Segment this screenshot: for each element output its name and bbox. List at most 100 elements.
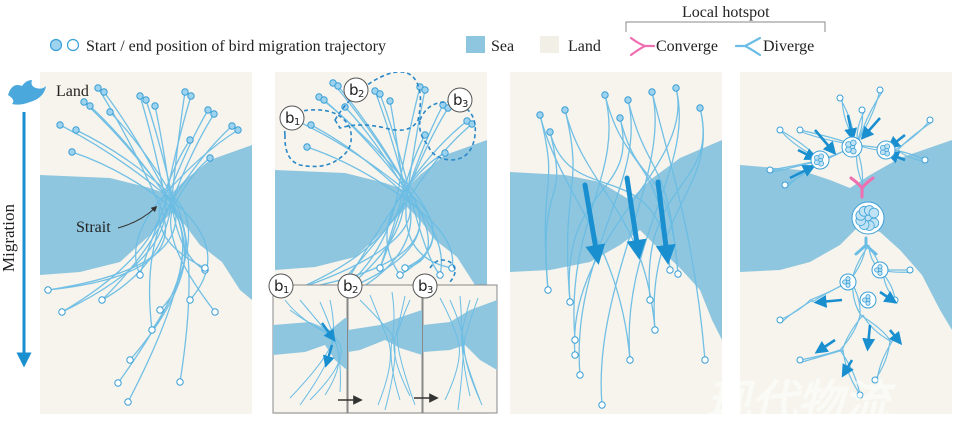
- hotspot-arrow: [814, 338, 836, 354]
- start-point: [206, 154, 214, 162]
- badge-letter: b: [453, 91, 463, 109]
- start-point: [100, 88, 108, 96]
- trajectory-endpoints: [766, 86, 934, 399]
- legend-land-label: Land: [568, 38, 601, 55]
- end-point: [124, 398, 132, 406]
- cluster-dot: [842, 279, 848, 285]
- start-point: [136, 92, 144, 100]
- hotspot-arrow: [860, 117, 881, 140]
- end-point: [906, 266, 914, 274]
- inset-arrow: [322, 344, 335, 368]
- end-point: [836, 94, 844, 102]
- trajectory-line: [339, 86, 421, 293]
- end-point: [921, 156, 929, 164]
- end-point: [858, 106, 866, 114]
- trajectory-line: [89, 105, 184, 331]
- legend: Start / end position of bird migration t…: [49, 4, 826, 57]
- badge-subscript: 2: [352, 285, 358, 296]
- cluster-dot: [877, 264, 883, 270]
- end-point: [646, 296, 654, 304]
- strait-label: Strait: [76, 219, 111, 236]
- end-point: [891, 296, 899, 304]
- start-point: [204, 106, 212, 114]
- end-point: [114, 379, 122, 387]
- trajectory-line: [578, 99, 632, 376]
- sea-region: [275, 140, 487, 295]
- end-point: [871, 376, 879, 384]
- end-point: [856, 391, 864, 399]
- trajectory-endpoints: [44, 84, 242, 406]
- bird-icon: [8, 80, 46, 105]
- end-point: [44, 286, 52, 294]
- trajectory-line: [619, 117, 679, 275]
- badge-circle: [343, 77, 369, 103]
- cluster-dot: [877, 270, 883, 276]
- hotspot-arrow: [844, 114, 858, 142]
- hotspot-clusters: [810, 136, 896, 309]
- land-swatch-icon: [540, 36, 559, 53]
- hotspot-bracket: [625, 21, 826, 32]
- legend-start-end-label: Start / end position of bird migration t…: [86, 38, 386, 55]
- badge-subscript: 2: [358, 89, 364, 100]
- hotspot-arrow: [841, 359, 854, 378]
- inset-b1: [272, 284, 470, 414]
- watermark: 现代物流: [705, 375, 896, 429]
- panel-1: [40, 72, 252, 414]
- converge-hotspot-icon: [849, 176, 875, 199]
- end-point: [211, 308, 219, 316]
- trajectory-line: [564, 109, 574, 303]
- trajectory-line: [545, 131, 558, 291]
- end-point: [201, 264, 209, 272]
- end-point: [796, 126, 804, 134]
- trajectory-line: [405, 89, 453, 269]
- trajectory-line: [651, 91, 706, 361]
- trajectory-line: [61, 95, 192, 313]
- end-point: [58, 308, 66, 316]
- badge-circle: [279, 105, 305, 131]
- end-point: [401, 264, 409, 272]
- trajectory-line: [339, 152, 446, 293]
- hotspot-arrow: [879, 290, 898, 304]
- sea-swatch-icon: [466, 36, 485, 53]
- badge-subscript: 1: [283, 285, 289, 296]
- end-point: [766, 166, 774, 174]
- trajectory-line: [103, 91, 186, 311]
- end-point: [544, 286, 552, 294]
- start-point: [441, 149, 449, 157]
- badge-letter: b: [274, 277, 284, 295]
- trajectory-line: [439, 297, 460, 401]
- badge-circle: [447, 87, 473, 113]
- hotspot-arrow: [888, 329, 903, 346]
- hotspot-arrow: [862, 324, 876, 352]
- cluster-dot: [884, 143, 891, 150]
- trajectory-line: [299, 299, 335, 406]
- diverge-icon: [734, 36, 762, 57]
- trajectory-line: [461, 299, 481, 401]
- inset-arrow: [321, 322, 336, 342]
- start-point: [186, 136, 194, 144]
- start-point: [376, 90, 384, 98]
- trajectory-line: [158, 139, 206, 269]
- start-point: [320, 96, 328, 104]
- end-point: [176, 378, 184, 386]
- converge-icon: [629, 36, 656, 57]
- start-point: [68, 148, 76, 156]
- end-point: [776, 316, 784, 324]
- trajectory-line: [801, 349, 844, 363]
- legend-diverge-label: Diverge: [763, 38, 814, 55]
- diverge-hotspot-icon: [854, 236, 878, 256]
- trajectory-line: [648, 107, 704, 301]
- hotspot-arrow: [813, 294, 843, 308]
- end-point: [376, 264, 384, 272]
- trajectory-line: [139, 109, 209, 276]
- trajectory-line: [841, 314, 864, 353]
- end-point: [571, 351, 579, 359]
- start-point: [187, 92, 195, 100]
- badge-subscript: 3: [462, 99, 468, 110]
- badge-circle: [268, 273, 294, 299]
- end-point: [148, 326, 156, 334]
